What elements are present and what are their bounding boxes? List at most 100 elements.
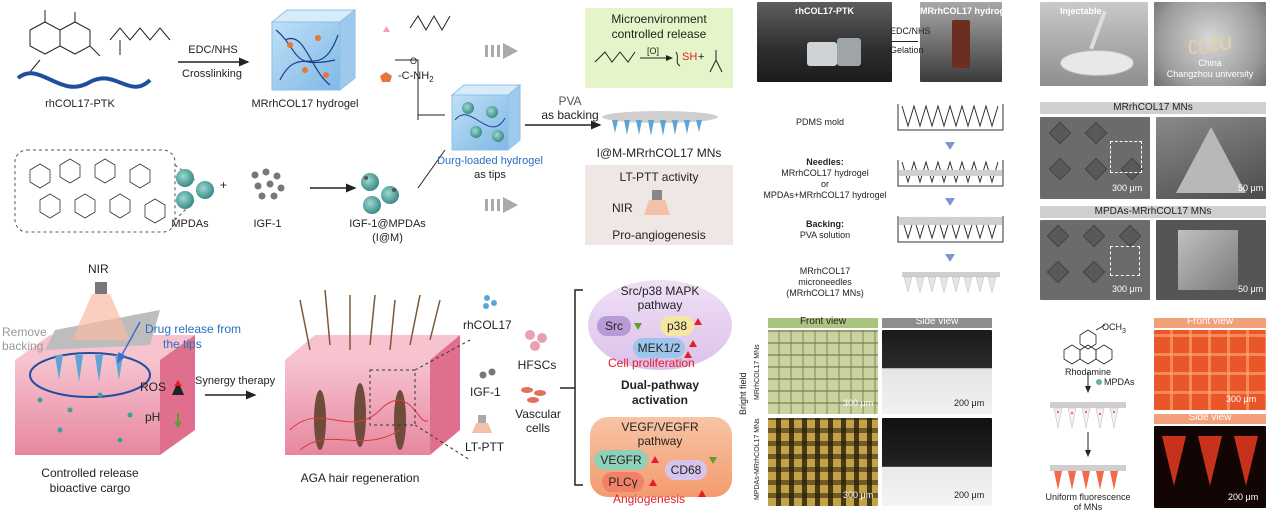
ltptt-factor-label: LT-PTT bbox=[465, 440, 505, 454]
src-title2: pathway bbox=[637, 298, 683, 312]
vegf-title1: VEGF/VEGFR bbox=[621, 420, 699, 434]
igm-label: (I@M) bbox=[372, 232, 403, 244]
src-title1: Src/p38 MAPK bbox=[620, 284, 700, 298]
plus-big: + bbox=[220, 178, 228, 192]
fluor-side-header: Side view bbox=[1188, 412, 1232, 423]
nir-box-label: NIR bbox=[612, 201, 633, 215]
hfscs-label: HFSCs bbox=[517, 358, 557, 372]
vegf-title2: pathway bbox=[637, 434, 683, 448]
skin-block-left bbox=[15, 282, 195, 455]
hydrogel-cube bbox=[270, 8, 357, 92]
bf-front-1: 300 μm bbox=[768, 330, 878, 414]
fluor-side-image: 200 μm bbox=[1154, 426, 1266, 508]
gelation-label: Gelation bbox=[890, 45, 924, 55]
hydrogel-label: MRrhCOL17 hydrogel bbox=[251, 98, 359, 110]
durg-label: Durg-loaded hydrogel bbox=[437, 155, 543, 167]
edc-label: EDC/NHS bbox=[188, 44, 238, 56]
photo-injectable: Injectable bbox=[1040, 2, 1148, 86]
rhcol17-label: rhCOL17-PTK bbox=[45, 98, 115, 110]
src-pill: Src bbox=[597, 316, 631, 336]
bf-side-1: 200 μm bbox=[882, 330, 992, 414]
proangio-label: Pro-angiogenesis bbox=[612, 228, 706, 242]
astips-label: as tips bbox=[474, 169, 506, 181]
vascular1-label: Vascular bbox=[515, 407, 561, 421]
pentagon-marker bbox=[380, 72, 392, 82]
cellprolif-label: Cell proliferation bbox=[608, 356, 695, 370]
mpda-structure-box bbox=[14, 149, 176, 233]
vegfr-pill: VEGFR bbox=[594, 450, 648, 470]
mn-patch bbox=[602, 111, 718, 136]
controlled2-label: bioactive cargo bbox=[49, 481, 131, 495]
cd68-pill: CD68 bbox=[665, 460, 707, 480]
protein-chain bbox=[16, 71, 152, 89]
igf1-factor-label: IGF-1 bbox=[470, 385, 501, 399]
ros-label: ROS bbox=[140, 380, 167, 394]
nir-skin-label: NIR bbox=[88, 262, 109, 276]
fluor-front-header-bar bbox=[1154, 318, 1266, 328]
plcy-pill: PLCγ bbox=[602, 472, 644, 492]
sem-top-right: 50 μm bbox=[1156, 117, 1266, 199]
mns-header-2-bar bbox=[1040, 206, 1266, 218]
mns-header-1: MRrhCOL17 MNs bbox=[1113, 102, 1193, 113]
angio-label: Angiogenesis bbox=[613, 492, 686, 506]
sem-bottom-left: 300 μm bbox=[1040, 220, 1150, 300]
oxidation-label: [O] bbox=[647, 46, 660, 56]
igf1-label: IGF-1 bbox=[253, 218, 282, 230]
remove-label: Remove bbox=[2, 325, 47, 339]
sem-top-left: 300 μm bbox=[1040, 117, 1150, 199]
edc-arrow bbox=[892, 41, 918, 42]
side-view-header: Side view bbox=[915, 316, 959, 327]
side-view-header-bar bbox=[882, 318, 992, 328]
controlled1-label: Controlled release bbox=[41, 466, 139, 480]
front-view-header-bar bbox=[768, 318, 878, 328]
front-view-header: Front view bbox=[799, 316, 847, 327]
mns-header-2: MPDAs-MRrhCOL17 MNs bbox=[1094, 206, 1212, 217]
amide-label: -C-NH2 bbox=[398, 70, 434, 85]
rhcol17-factor-label: rhCOL17 bbox=[463, 318, 512, 332]
backing2-label: backing bbox=[2, 339, 44, 353]
hfscs-icon bbox=[525, 330, 547, 351]
backing-1: PVA solution bbox=[799, 230, 851, 240]
factor-icons bbox=[472, 295, 497, 433]
micro-title-1: Microenvironment bbox=[611, 12, 707, 26]
grey-arrows bbox=[485, 43, 518, 213]
edc-mid-label: EDC/NHS bbox=[890, 26, 931, 36]
ltptt-label: LT-PTT activity bbox=[619, 170, 699, 184]
uniform2-label: of MNs bbox=[1073, 502, 1103, 512]
mn-2: microneedles bbox=[798, 277, 852, 287]
fluor-front-image: 300 μm bbox=[1154, 330, 1266, 410]
needles-b: Needles: bbox=[806, 157, 844, 167]
p38-pill: p38 bbox=[660, 316, 694, 336]
fluor-front-header: Front view bbox=[1186, 316, 1234, 327]
aga-label: AGA hair regeneration bbox=[300, 471, 420, 485]
bf-front-2: 300 μm bbox=[768, 418, 878, 506]
skin-block-hair bbox=[285, 289, 460, 455]
plus-small: + bbox=[698, 51, 705, 63]
igf1-dots bbox=[251, 168, 285, 200]
backing-b: Backing: bbox=[805, 219, 844, 229]
mpda-particles bbox=[176, 169, 214, 209]
needles-1: MRrhCOL17 hydrogel bbox=[781, 168, 869, 178]
mpdas-label: MPDAs bbox=[171, 218, 209, 230]
fluor-side-header-bar bbox=[1154, 414, 1266, 424]
micro-title-2: controlled release bbox=[611, 27, 707, 41]
needles-2: MPDAs+MRrhCOL17 hydrogel bbox=[763, 190, 887, 200]
sh-label: SH bbox=[682, 51, 698, 63]
backing-label: as backing bbox=[541, 108, 599, 122]
synergy-label: Synergy therapy bbox=[195, 375, 276, 387]
photo-rhcol17: rhCOL17-PTK bbox=[757, 2, 892, 82]
ph-label: pH bbox=[145, 410, 161, 424]
drug-loaded-cube bbox=[450, 83, 522, 152]
triangle-marker bbox=[383, 26, 390, 32]
drugrelease-label: Drug release from bbox=[145, 322, 242, 336]
needles-or: or bbox=[820, 179, 829, 189]
mpdas-right-label: MPDAs bbox=[1104, 377, 1135, 387]
mns-label: I@M-MRrhCOL17 MNs bbox=[596, 146, 722, 160]
ptk-linker bbox=[409, 14, 451, 32]
uniform1-label: Uniform fluorescence bbox=[1045, 492, 1131, 502]
mpda-molecule bbox=[29, 158, 166, 224]
pdms-label: PDMS mold bbox=[795, 117, 844, 127]
mek-pill: MEK1/2 bbox=[633, 338, 685, 358]
